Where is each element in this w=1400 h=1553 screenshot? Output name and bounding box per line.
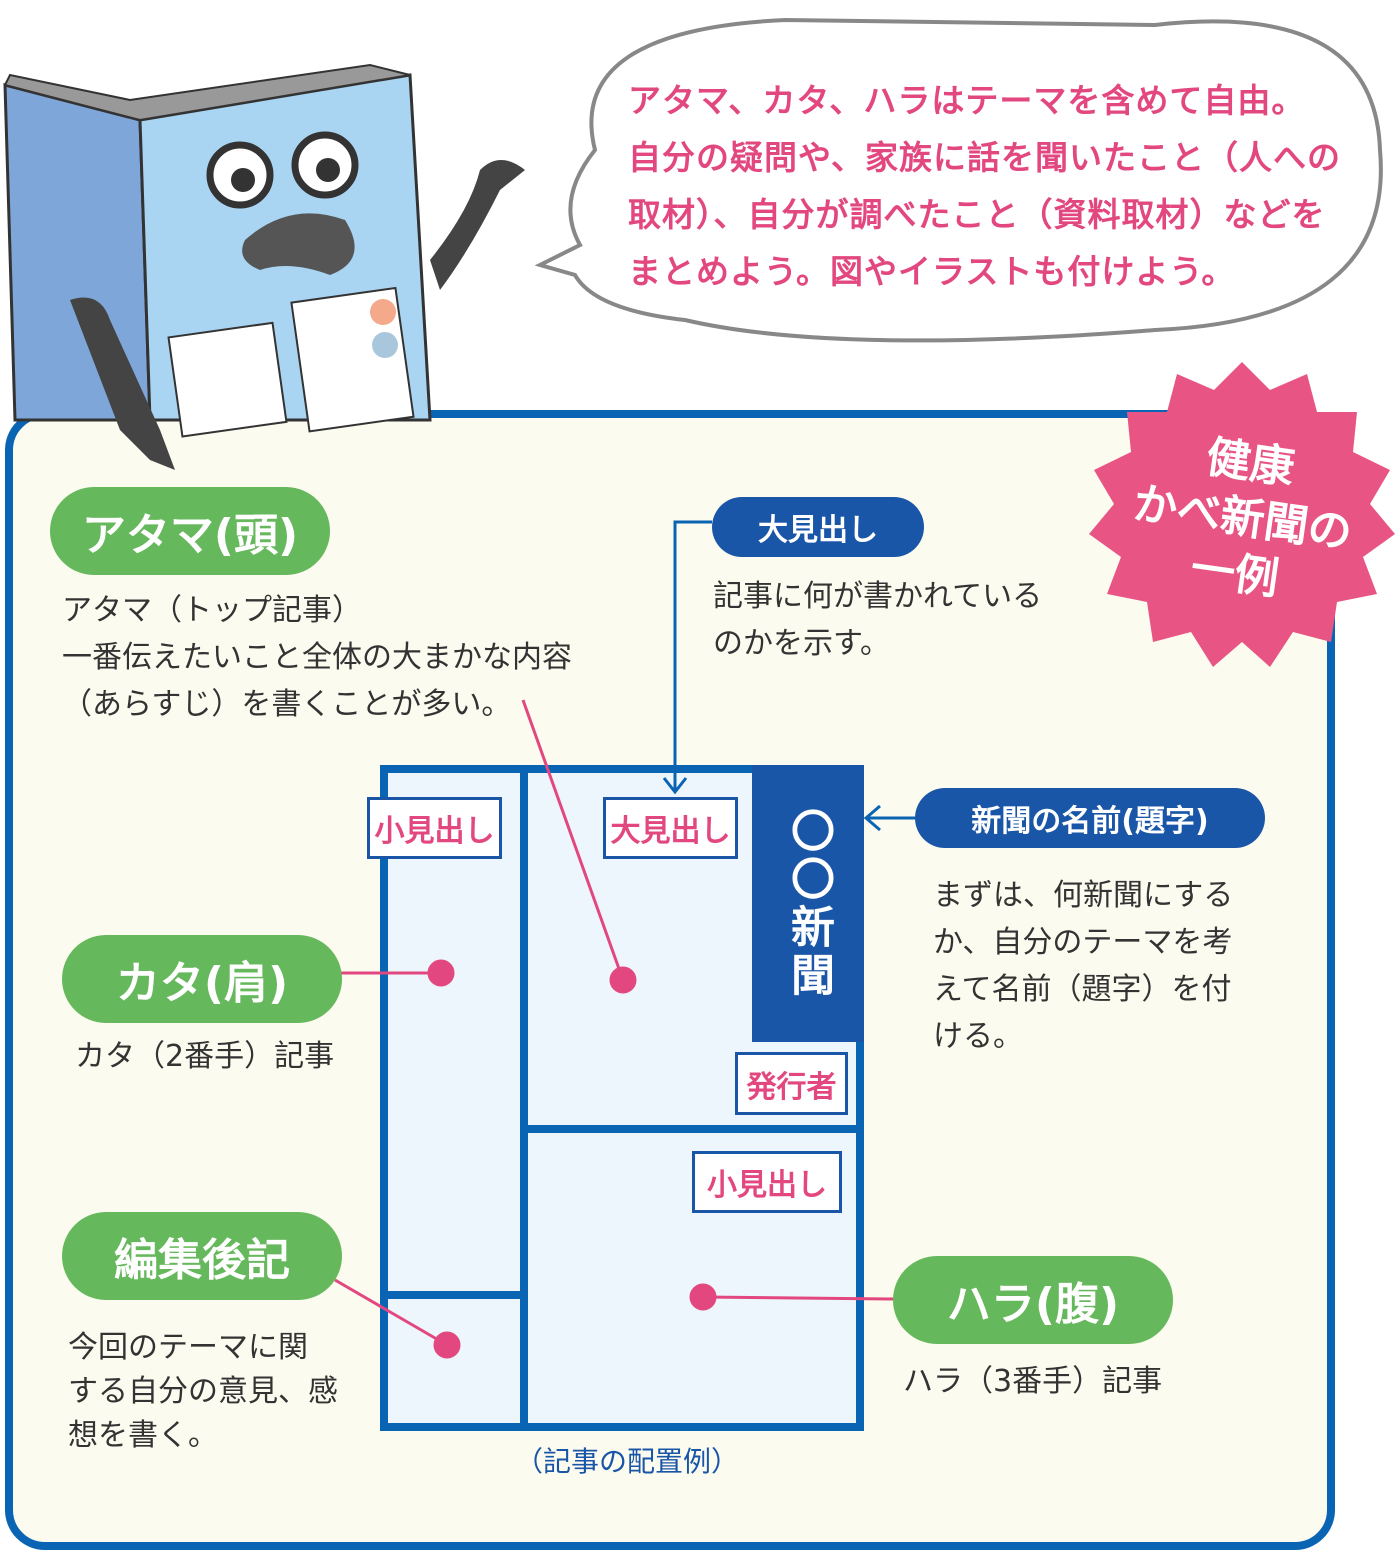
- desc-line: 想を書く。: [68, 1418, 218, 1453]
- layout-caption: （記事の配置例）: [515, 1445, 740, 1478]
- oomidashi-description: 記事に何が書かれている のかを示す。: [713, 573, 1042, 667]
- oomidashi-label: 大見出し: [712, 497, 924, 557]
- komidashi-box: 小見出し: [367, 797, 502, 859]
- hara-description: ハラ（3番手）記事: [903, 1364, 1163, 1399]
- desc-line: 記事に何が書かれている: [713, 579, 1043, 614]
- desc-line: か、自分のテーマを考: [933, 925, 1233, 960]
- publisher-box: 発行者: [735, 1052, 848, 1115]
- atama-description: アタマ（トップ記事） 一番伝えたいこと全体の大まかな内容 （あらすじ）を書くこと…: [62, 587, 572, 728]
- kata-description: カタ（2番手）記事: [75, 1039, 335, 1074]
- divider: [380, 1291, 525, 1299]
- kata-label: カタ(肩): [62, 935, 342, 1023]
- henshu-label: 編集後記: [62, 1212, 342, 1300]
- divider: [520, 765, 528, 1431]
- komidashi-box: 小見出し: [692, 1151, 842, 1213]
- desc-line: のかを示す。: [713, 626, 890, 661]
- speech-bubble-text: アタマ、カタ、ハラはテーマを含めて自由。 自分の疑問や、家族に話を聞いたこと（人…: [628, 72, 1341, 300]
- divider: [525, 1125, 860, 1133]
- henshu-description: 今回のテーマに関 する自分の意見、感 想を書く。: [68, 1326, 338, 1458]
- desc-line: 一番伝えたいこと全体の大まかな内容: [62, 640, 572, 675]
- newspaper-name-description: まずは、何新聞にする か、自分のテーマを考 えて名前（題字）を付 ける。: [933, 872, 1233, 1060]
- oomidashi-box: 大見出し: [603, 797, 738, 859]
- bubble-line: まとめよう。図やイラストも付けよう。: [628, 252, 1236, 291]
- bubble-line: アタマ、カタ、ハラはテーマを含めて自由。: [628, 81, 1306, 120]
- desc-line: えて名前（題字）を付: [933, 972, 1232, 1007]
- desc-line: まずは、何新聞にする: [933, 878, 1234, 913]
- newspaper-character-illustration: [3, 63, 525, 470]
- desc-line: （あらすじ）を書くことが多い。: [62, 687, 512, 722]
- desc-line: ける。: [933, 1019, 1023, 1054]
- desc-line: 今回のテーマに関: [68, 1330, 308, 1365]
- atama-label: アタマ(頭): [50, 487, 330, 575]
- desc-line: アタマ（トップ記事）: [62, 593, 362, 628]
- bubble-line: 取材）、自分が調べたこと（資料取材）などを: [628, 195, 1326, 234]
- newspaper-name-label: 新聞の名前(題字): [915, 788, 1265, 848]
- speech-bubble: [535, 17, 1383, 343]
- desc-line: する自分の意見、感: [68, 1374, 338, 1409]
- newspaper-title-block: 〇〇新聞: [752, 765, 864, 1042]
- bubble-line: 自分の疑問や、家族に話を聞いたこと（人への: [628, 138, 1342, 177]
- starburst-badge: [1089, 362, 1395, 667]
- hara-label: ハラ(腹): [893, 1256, 1173, 1344]
